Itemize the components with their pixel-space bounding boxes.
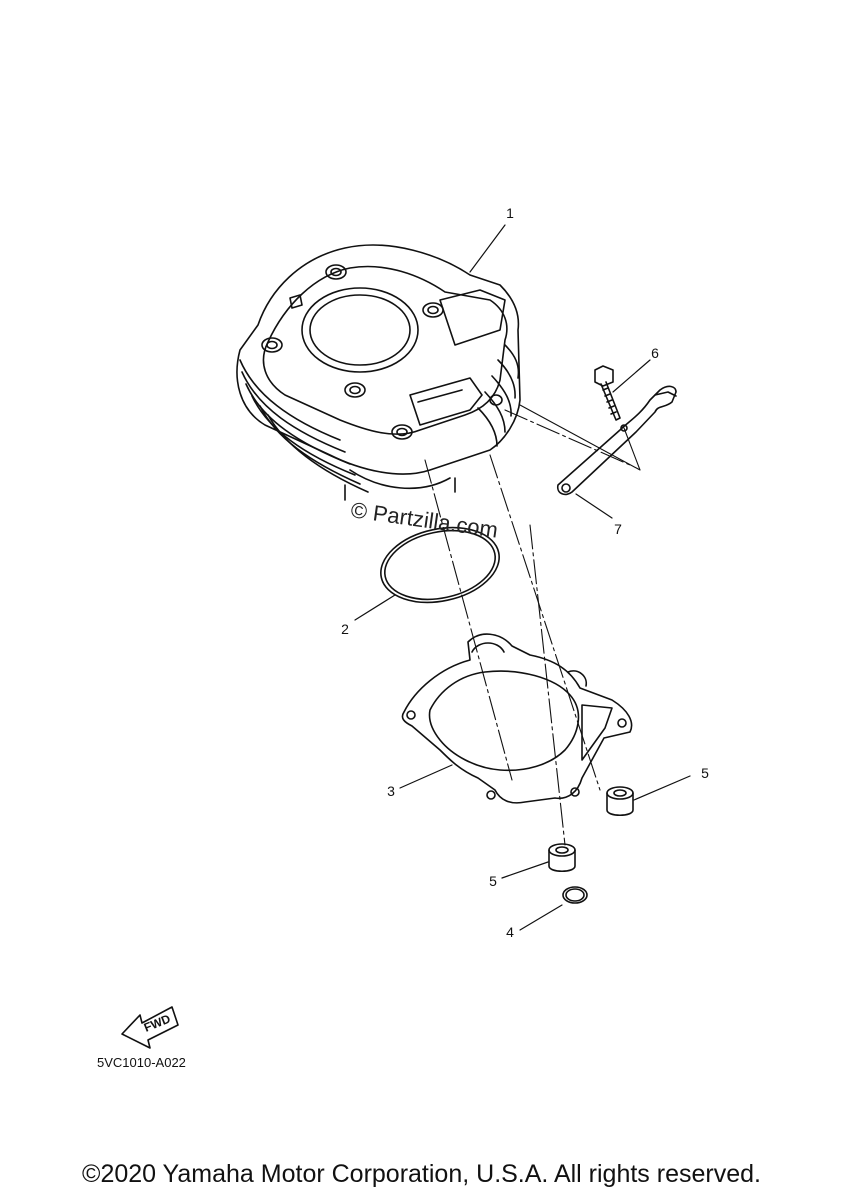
bolt-guide-lines [519,404,641,471]
leader-lines [354,224,691,931]
copyright-notice: ©2020 Yamaha Motor Corporation, U.S.A. A… [82,1160,761,1188]
callout-1: 1 [506,205,514,221]
callout-5-lower: 5 [489,873,497,889]
fwd-label: FWD [142,1011,173,1034]
callout-6: 6 [651,345,659,361]
bracket-part [556,385,677,496]
callout-3: 3 [387,783,395,799]
bolt-part [594,365,621,421]
assembly-lines [424,409,631,846]
o-ring-large-part [380,526,500,604]
callout-5-right: 5 [701,765,709,781]
base-gasket-part [401,633,633,804]
callout-2: 2 [341,621,349,637]
cylinder-part [236,244,521,501]
diagram-code: 5VC1010-A022 [97,1055,186,1070]
fwd-arrow-icon [121,1006,179,1049]
o-ring-small-part [562,886,588,904]
dowel-pin-right-part [606,786,634,817]
dowel-pin-lower-part [548,843,576,873]
callout-4: 4 [506,924,514,940]
callout-7: 7 [614,521,622,537]
